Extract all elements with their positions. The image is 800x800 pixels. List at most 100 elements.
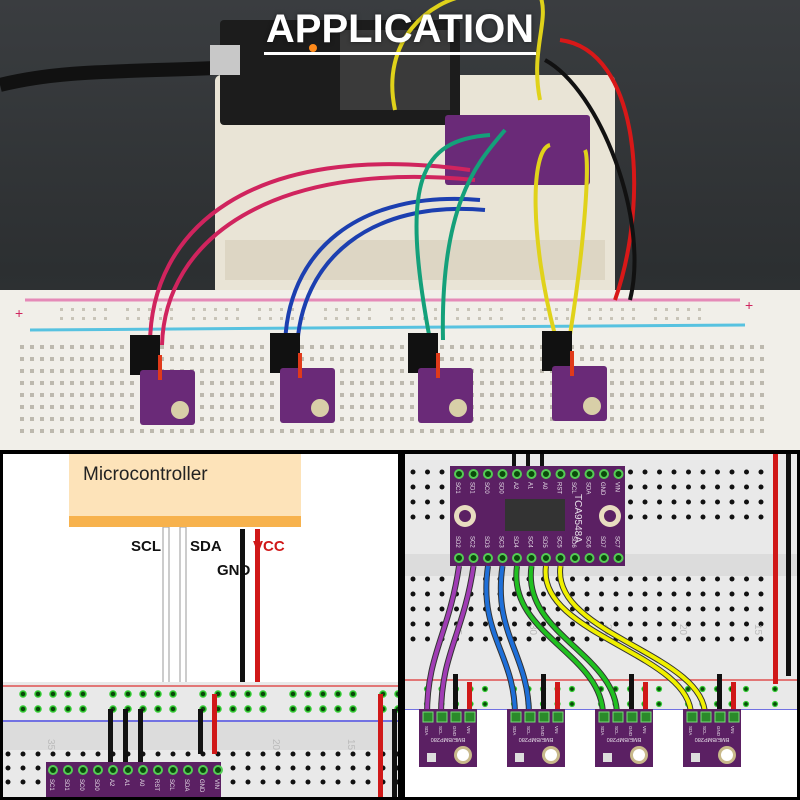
mux-pin-label: SC6 (585, 536, 591, 548)
power-led (309, 44, 317, 52)
svg-text:15: 15 (345, 739, 356, 751)
mux-pin (526, 553, 537, 563)
mux-pin-label: SC5 (556, 536, 562, 548)
mux-pin-label: A1 (123, 779, 129, 787)
mux-pin-label: VIN (213, 779, 219, 789)
svg-text:+: + (15, 305, 23, 321)
mux-pin-label: RST (153, 779, 159, 791)
mux-pin-label: A0 (541, 482, 547, 490)
usb-cable (0, 61, 216, 92)
mux-pin-label: A2 (108, 779, 114, 787)
mux-pin (454, 469, 464, 479)
wire-yellow (533, 143, 557, 336)
mux-pin (613, 469, 624, 479)
mux-pin-label: SC4 (527, 536, 533, 548)
mux-pin-label: A0 (138, 779, 144, 787)
sensor-pin-label: SCL (702, 726, 707, 735)
photo-sensor-module (280, 368, 335, 423)
mux-pin (555, 553, 566, 563)
mux-pin (497, 469, 508, 479)
sda-scl-wire (498, 565, 531, 716)
sensor-label: BME/BMP280 (431, 736, 466, 742)
mux-pin (570, 469, 580, 479)
sensor-label: BME/BMP280 (519, 736, 554, 742)
microcontroller-label: Microcontroller (83, 464, 208, 485)
sensor-pin-label: VIN (642, 726, 647, 734)
wire-green (414, 133, 491, 341)
mux-pin-label: SCL (570, 482, 576, 494)
svg-text:+: + (745, 297, 753, 313)
sensor-pin-label: SDA (688, 726, 693, 735)
mux-pin-label: A1 (527, 482, 533, 490)
mux-pin (483, 553, 493, 563)
mux-pin (512, 553, 522, 563)
sensor-pin-label: VIN (466, 726, 471, 734)
sda-scl-wire (514, 565, 605, 716)
mux-chip-label: TCA9548A (572, 494, 583, 543)
sda-scl-wire (439, 565, 476, 716)
sda-scl-wire (543, 565, 693, 716)
mux-pin-label: GND (198, 779, 204, 793)
sensor-pin-label: SDA (600, 726, 605, 735)
usb-port (210, 45, 240, 75)
mux-pin (526, 469, 537, 479)
mux-pin (468, 553, 479, 563)
sensor-pin-label: GND (452, 726, 457, 737)
gnd-label: GND (217, 562, 251, 579)
mux-pin-label: SC7 (614, 536, 620, 548)
mux-pin (599, 469, 609, 479)
mux-pin (570, 553, 580, 563)
mux-pin-label: SC0 (483, 482, 489, 494)
sensor-pin-label: SCL (614, 726, 619, 735)
wire-pink (148, 162, 471, 346)
mux-pin-label: SDA (183, 779, 189, 791)
sensor-pin-label: GND (716, 726, 721, 737)
mux-pin-label: SDA (585, 482, 591, 494)
svg-text:15: 15 (752, 624, 763, 636)
photo-sensor-module (140, 370, 195, 425)
sda-scl-wire (425, 565, 461, 716)
mux-pin (497, 553, 508, 563)
application-photo: + + APPLICATION (0, 0, 800, 450)
sensor-pin-label: VIN (730, 726, 735, 734)
mux-pin-label: SC1 (454, 482, 460, 494)
sda-scl-wire (528, 565, 619, 716)
sensor-label: BME/BMP280 (607, 736, 642, 742)
photo-sensor-module (418, 368, 473, 423)
mux-pin-label: SD4 (512, 536, 518, 548)
mux-pin-label: VIN (614, 482, 620, 492)
sda-label: SDA (190, 538, 222, 555)
mux-pin (584, 553, 595, 563)
mux-pin (599, 553, 609, 563)
sensor-pin-label: GND (540, 726, 545, 737)
mux-pin-label: SD5 (541, 536, 547, 548)
sda-scl-wire (558, 565, 707, 716)
mux-pin-label: SD0 (498, 482, 504, 494)
mux-pin (483, 469, 493, 479)
mux-pin (555, 469, 566, 479)
sensor-pin-label: SDA (424, 726, 429, 735)
mux-pin-label: GND (599, 482, 605, 496)
mux-pin-label: SC0 (78, 779, 84, 791)
page-title: APPLICATION (263, 8, 537, 55)
svg-text:20: 20 (270, 739, 281, 751)
title-banner: APPLICATION (0, 8, 800, 55)
sensor-pin-label: SCL (438, 726, 443, 735)
sensor-pin-label: SCL (526, 726, 531, 735)
mux-pin-label: SD6 (570, 536, 576, 548)
mux-pin (584, 469, 595, 479)
sensor-label: BME/BMP280 (695, 736, 730, 742)
svg-text:20: 20 (677, 624, 688, 636)
svg-text:30: 30 (527, 624, 538, 636)
sensor-pin-label: VIN (554, 726, 559, 734)
mux-pin-label: SD1 (63, 779, 69, 791)
sensor-pin-label: SDA (512, 726, 517, 735)
